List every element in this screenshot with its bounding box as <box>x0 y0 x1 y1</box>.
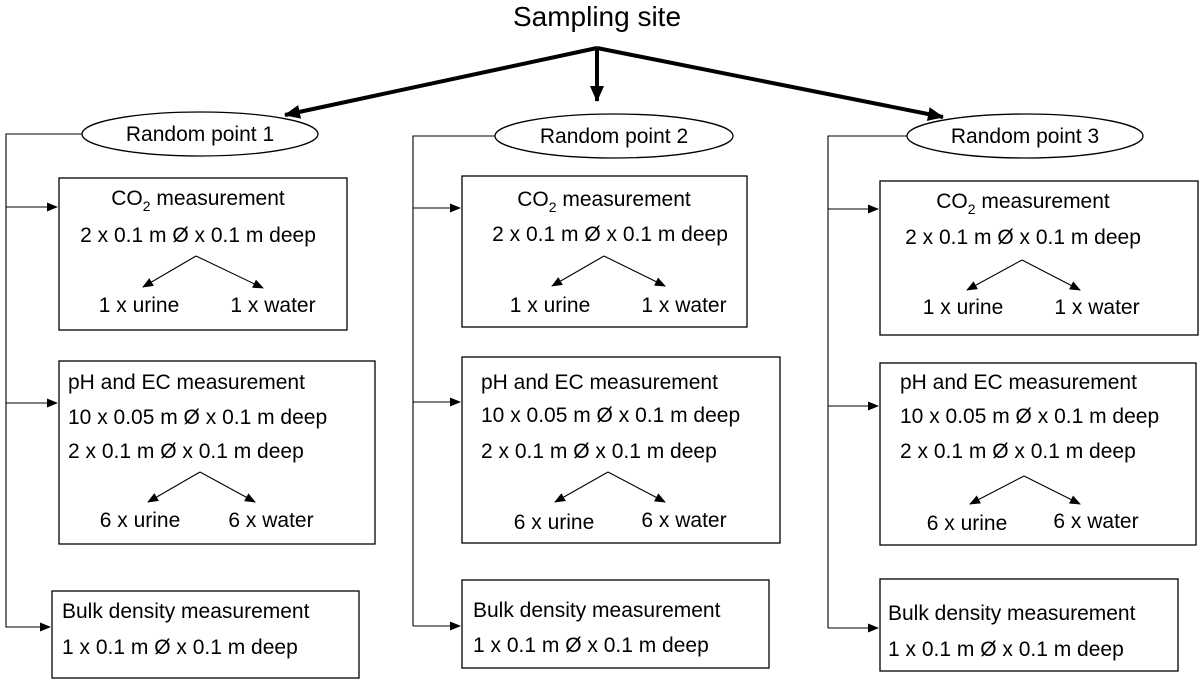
co2-split-left <box>142 255 197 288</box>
co2-left-branch: 1 x urine <box>99 294 180 317</box>
bulk-spec-line: 1 x 0.1 m Ø x 0.1 m deep <box>888 638 1124 661</box>
ph-title: pH and EC measurement <box>68 371 305 394</box>
ph-box <box>58 360 376 545</box>
ph-split-left <box>969 475 1025 505</box>
ph-left-branch: 6 x urine <box>514 511 595 534</box>
ph-left-branch: 6 x urine <box>927 512 1008 535</box>
co2-split-right <box>1021 259 1081 291</box>
co2-title: CO2 measurement <box>936 190 1110 217</box>
co2-right-branch: 1 x water <box>230 294 315 317</box>
ph-spec-line-2: 2 x 0.1 m Ø x 0.1 m deep <box>481 440 717 463</box>
random-point-label: Random point 2 <box>540 125 688 148</box>
bulk-box <box>879 578 1179 672</box>
co2-left-branch: 1 x urine <box>510 294 591 317</box>
bulk-title: Bulk density measurement <box>888 602 1136 625</box>
co2-title: CO2 measurement <box>517 188 691 215</box>
random-point-label: Random point 1 <box>126 123 274 146</box>
co2-right-branch: 1 x water <box>1054 296 1139 319</box>
root-arrow-3 <box>596 46 944 121</box>
co2-spec-line: 2 x 0.1 m Ø x 0.1 m deep <box>492 223 728 246</box>
co2-title: CO2 measurement <box>111 187 285 214</box>
co2-right-branch: 1 x water <box>641 294 726 317</box>
ph-spec-line-1: 10 x 0.05 m Ø x 0.1 m deep <box>481 404 740 427</box>
ph-split-left <box>554 471 609 503</box>
column-3: Random point 3 CO2 measurement 2 x 0.1 m… <box>827 113 1199 672</box>
trunk-line <box>5 133 82 628</box>
ph-box <box>879 362 1197 546</box>
ph-spec-line-1: 10 x 0.05 m Ø x 0.1 m deep <box>900 405 1159 428</box>
ph-right-branch: 6 x water <box>228 509 313 532</box>
co2-split-left <box>966 259 1023 291</box>
bulk-spec-line: 1 x 0.1 m Ø x 0.1 m deep <box>62 636 298 659</box>
bulk-title: Bulk density measurement <box>62 600 310 623</box>
bulk-box <box>461 579 770 669</box>
ph-spec-line-1: 10 x 0.05 m Ø x 0.1 m deep <box>68 406 327 429</box>
bulk-spec-line: 1 x 0.1 m Ø x 0.1 m deep <box>473 634 709 657</box>
co2-box <box>461 175 748 328</box>
trunk-line <box>827 135 907 628</box>
column-1: Random point 1 CO2 measurement 2 x 0.1 m… <box>5 111 376 679</box>
co2-box <box>58 177 348 331</box>
ph-split-right <box>199 471 256 503</box>
ph-box <box>461 356 781 544</box>
trunk-line <box>412 135 495 626</box>
co2-spec-line: 2 x 0.1 m Ø x 0.1 m deep <box>80 224 316 247</box>
ph-right-branch: 6 x water <box>1053 510 1138 533</box>
co2-spec-line: 2 x 0.1 m Ø x 0.1 m deep <box>905 226 1141 249</box>
ph-split-left <box>147 471 201 503</box>
root-arrow-1 <box>284 46 598 119</box>
ph-spec-line-2: 2 x 0.1 m Ø x 0.1 m deep <box>68 440 304 463</box>
ph-spec-line-2: 2 x 0.1 m Ø x 0.1 m deep <box>900 440 1136 463</box>
ph-split-right <box>1023 475 1081 505</box>
ph-left-branch: 6 x urine <box>100 509 181 532</box>
ph-split-right <box>607 471 666 503</box>
root-label: Sampling site <box>513 1 681 32</box>
bulk-title: Bulk density measurement <box>473 599 721 622</box>
column-2: Random point 2 CO2 measurement 2 x 0.1 m… <box>412 113 781 669</box>
co2-box <box>879 180 1199 336</box>
ph-title: pH and EC measurement <box>481 371 718 394</box>
random-point-label: Random point 3 <box>951 125 1099 148</box>
co2-split-right <box>195 255 264 289</box>
ph-title: pH and EC measurement <box>900 371 1137 394</box>
co2-left-branch: 1 x urine <box>923 296 1004 319</box>
ph-right-branch: 6 x water <box>641 509 726 532</box>
bulk-box <box>51 590 360 679</box>
co2-split-left <box>551 255 605 287</box>
co2-split-right <box>603 255 666 287</box>
